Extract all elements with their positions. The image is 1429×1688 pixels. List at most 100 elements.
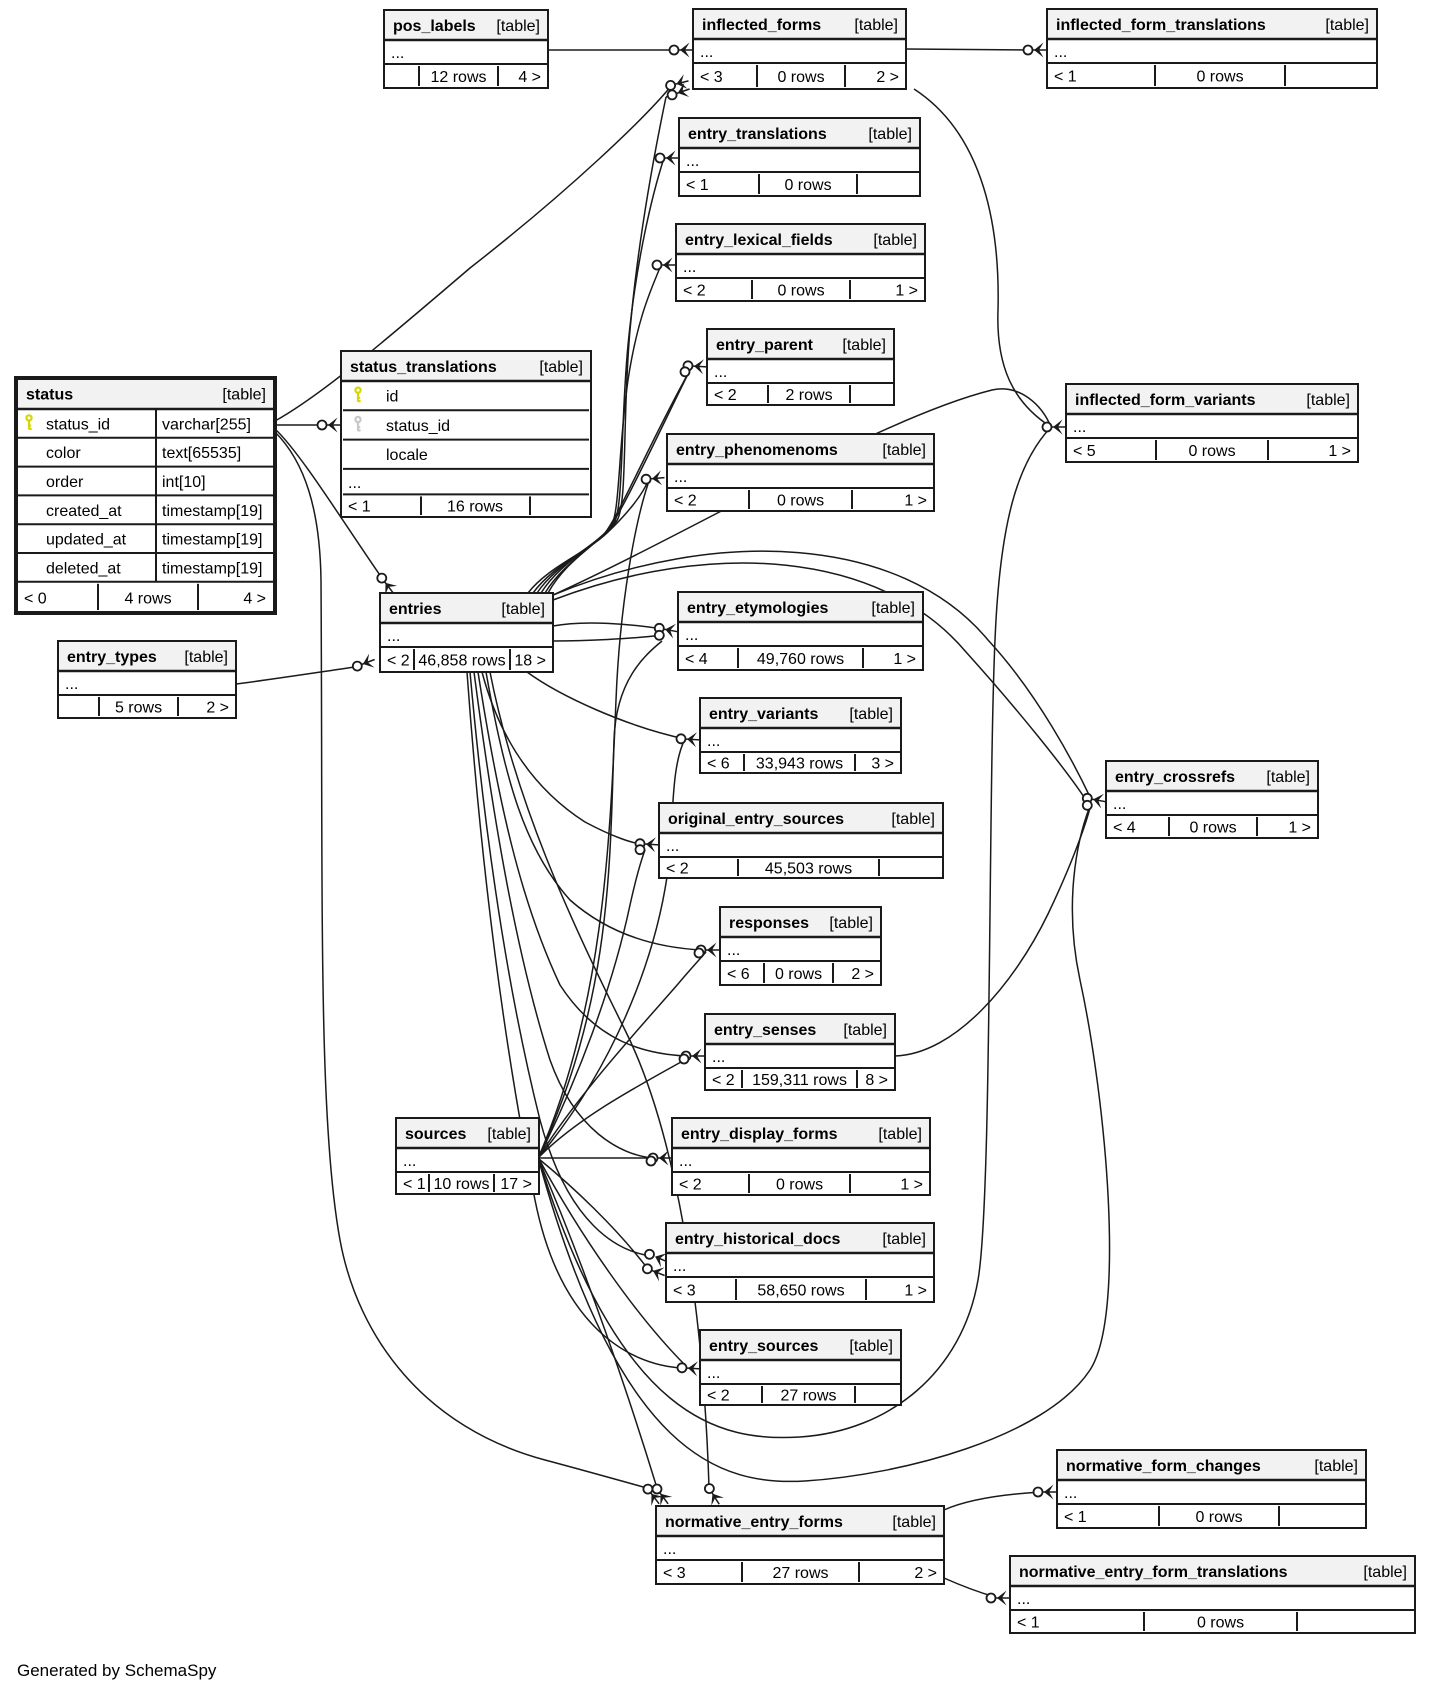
svg-text:[table]: [table]	[1363, 1564, 1407, 1581]
svg-text:...: ...	[700, 44, 713, 61]
svg-text:< 6: < 6	[707, 756, 730, 773]
svg-text:id: id	[386, 389, 398, 406]
svg-text:< 2: < 2	[707, 1388, 730, 1405]
svg-text:33,943 rows: 33,943 rows	[756, 756, 843, 773]
svg-text:[table]: [table]	[184, 649, 228, 666]
svg-text:< 2: < 2	[683, 283, 706, 300]
svg-text:...: ...	[1113, 796, 1126, 813]
svg-text:46,858 rows: 46,858 rows	[418, 653, 505, 670]
svg-text:[table]: [table]	[892, 1514, 936, 1531]
svg-text:1 >: 1 >	[904, 493, 927, 510]
svg-text:0 rows: 0 rows	[1188, 443, 1235, 460]
svg-text:Generated by SchemaSpy: Generated by SchemaSpy	[17, 1661, 217, 1680]
svg-text:< 1: < 1	[686, 177, 709, 194]
svg-text:[table]: [table]	[849, 1338, 893, 1355]
svg-text:0 rows: 0 rows	[777, 69, 824, 86]
svg-text:2 >: 2 >	[914, 1565, 937, 1582]
svg-text:[table]: [table]	[487, 1126, 531, 1143]
svg-text:4 rows: 4 rows	[124, 590, 171, 607]
svg-text:< 2: < 2	[679, 1177, 702, 1194]
svg-text:sources: sources	[405, 1126, 466, 1143]
svg-text:[table]: [table]	[222, 387, 266, 404]
svg-text:5 rows: 5 rows	[115, 700, 162, 717]
svg-text:< 2: < 2	[666, 861, 689, 878]
svg-text:[table]: [table]	[496, 18, 540, 35]
svg-text:18 >: 18 >	[514, 653, 546, 670]
svg-text:entries: entries	[389, 601, 442, 618]
svg-text:< 4: < 4	[1113, 820, 1136, 837]
svg-text:[table]: [table]	[868, 126, 912, 143]
svg-text:entry_sources: entry_sources	[709, 1338, 818, 1355]
svg-text:order: order	[46, 474, 84, 491]
svg-text:...: ...	[714, 364, 727, 381]
svg-text:locale: locale	[386, 447, 428, 464]
svg-text:entry_etymologies: entry_etymologies	[687, 600, 828, 617]
svg-text:2 >: 2 >	[206, 700, 229, 717]
svg-text:...: ...	[674, 469, 687, 486]
svg-text:inflected_forms: inflected_forms	[702, 17, 821, 34]
svg-text:1 >: 1 >	[904, 1283, 927, 1300]
svg-text:12 rows: 12 rows	[430, 69, 486, 86]
svg-text:< 5: < 5	[1073, 443, 1096, 460]
svg-text:0 rows: 0 rows	[1196, 69, 1243, 86]
svg-text:45,503 rows: 45,503 rows	[765, 861, 852, 878]
svg-text:updated_at: updated_at	[46, 532, 127, 549]
svg-text:...: ...	[683, 259, 696, 276]
svg-text:[table]: [table]	[871, 600, 915, 617]
svg-text:text[65535]: text[65535]	[162, 445, 241, 462]
svg-text:[table]: [table]	[843, 1022, 887, 1039]
svg-text:[table]: [table]	[501, 601, 545, 618]
svg-text:normative_entry_form_translati: normative_entry_form_translations	[1019, 1564, 1288, 1581]
svg-text:0 rows: 0 rows	[775, 966, 822, 983]
svg-text:...: ...	[707, 733, 720, 750]
svg-text:...: ...	[663, 1541, 676, 1558]
svg-text:entry_types: entry_types	[67, 649, 157, 666]
svg-text:4 >: 4 >	[518, 69, 541, 86]
svg-text:< 1: < 1	[348, 499, 371, 516]
svg-text:0 rows: 0 rows	[1197, 1615, 1244, 1632]
svg-text:status_translations: status_translations	[350, 359, 497, 376]
svg-text:< 2: < 2	[674, 493, 697, 510]
svg-text:status_id: status_id	[46, 416, 110, 433]
svg-text:entry_variants: entry_variants	[709, 706, 818, 723]
svg-text:16 rows: 16 rows	[447, 499, 503, 516]
svg-text:3 >: 3 >	[871, 756, 894, 773]
svg-text:< 2: < 2	[712, 1072, 735, 1089]
svg-text:1 >: 1 >	[1288, 820, 1311, 837]
svg-text:...: ...	[1064, 1485, 1077, 1502]
svg-text:normative_entry_forms: normative_entry_forms	[665, 1514, 843, 1531]
svg-text:0 rows: 0 rows	[784, 177, 831, 194]
svg-text:responses: responses	[729, 915, 809, 932]
svg-text:0 rows: 0 rows	[777, 283, 824, 300]
svg-text:inflected_form_translations: inflected_form_translations	[1056, 17, 1266, 34]
svg-text:8 >: 8 >	[865, 1072, 888, 1089]
svg-text:< 6: < 6	[727, 966, 750, 983]
svg-text:< 3: < 3	[700, 69, 723, 86]
svg-text:1 >: 1 >	[895, 283, 918, 300]
svg-text:varchar[255]: varchar[255]	[162, 416, 251, 433]
svg-text:entry_phenomenoms: entry_phenomenoms	[676, 442, 838, 459]
svg-text:[table]: [table]	[842, 337, 886, 354]
svg-text:inflected_form_variants: inflected_form_variants	[1075, 392, 1256, 409]
svg-text:...: ...	[685, 627, 698, 644]
svg-text:< 3: < 3	[673, 1283, 696, 1300]
svg-text:27 rows: 27 rows	[772, 1565, 828, 1582]
svg-text:...: ...	[707, 1365, 720, 1382]
svg-text:status_id: status_id	[386, 418, 450, 435]
svg-text:...: ...	[686, 153, 699, 170]
svg-text:entry_display_forms: entry_display_forms	[681, 1126, 838, 1143]
svg-text:< 1: < 1	[1054, 69, 1077, 86]
svg-text:[table]: [table]	[854, 17, 898, 34]
svg-text:159,311 rows: 159,311 rows	[752, 1072, 847, 1089]
svg-text:1 >: 1 >	[893, 651, 916, 668]
svg-text:< 1: < 1	[1064, 1509, 1087, 1526]
svg-text:10 rows: 10 rows	[433, 1176, 489, 1193]
svg-text:[table]: [table]	[891, 811, 935, 828]
svg-text:status: status	[26, 387, 73, 404]
svg-text:< 0: < 0	[24, 590, 47, 607]
svg-text:normative_form_changes: normative_form_changes	[1066, 1458, 1261, 1475]
svg-text:...: ...	[403, 1153, 416, 1170]
svg-text:...: ...	[1073, 419, 1086, 436]
svg-text:...: ...	[387, 628, 400, 645]
svg-text:[table]: [table]	[849, 706, 893, 723]
